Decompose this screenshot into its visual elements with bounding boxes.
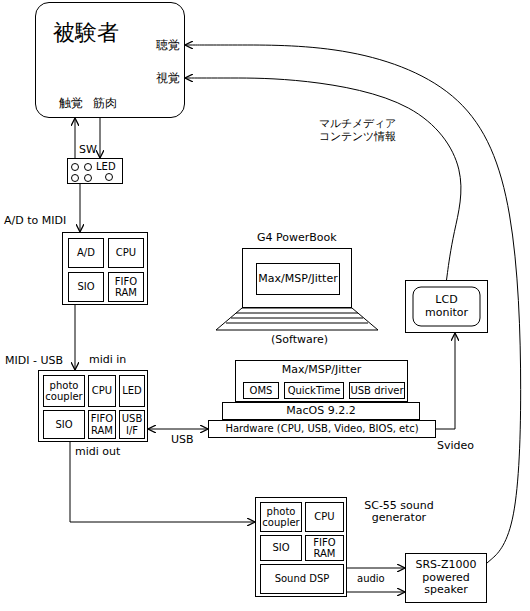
box-label: FIFO RAM [306, 537, 343, 560]
chip-box: SIO [260, 535, 302, 561]
switch-box: SWLED [67, 158, 123, 184]
note-label: midi out [74, 446, 121, 459]
connector [100, 118, 101, 158]
chip-box: USB I/F [119, 410, 145, 439]
box-label: SIO [55, 419, 72, 431]
box-label: USB driver [350, 385, 403, 397]
switch-knob [85, 175, 92, 182]
box-label: Sound DSP [275, 573, 330, 585]
connector [347, 568, 405, 569]
box-heading: LED [96, 161, 116, 172]
chip-box: CPU [108, 238, 144, 268]
connector [80, 184, 81, 232]
note-label: midi in [88, 354, 127, 367]
converter-box: A/D to MIDIA/DCPUSIOFIFO RAM [62, 232, 148, 305]
speaker-box: SRS-Z1000 powered speaker [405, 553, 487, 603]
box-heading: MIDI - USB [5, 355, 63, 367]
note-label: マルチメディア コンテンツ情報 [318, 118, 410, 143]
switch-knob [85, 164, 92, 171]
chip-box: FIFO RAM [108, 272, 144, 302]
chip-box: CPU [305, 502, 344, 532]
chip-box: LED [119, 375, 145, 407]
subject-box: 被験者聴覚視覚触覚筋肉 [35, 2, 185, 118]
box-heading: 触覚 [59, 97, 83, 110]
connector [347, 592, 405, 593]
key-row [231, 318, 363, 319]
module-box: OMS [243, 382, 279, 399]
box-heading: SC-55 sound generator [353, 500, 445, 524]
box-label: SIO [272, 542, 289, 554]
box-label: SRS-Z1000 powered speaker [406, 559, 486, 597]
box-label: LCD monitor [420, 294, 473, 319]
box-heading: 被験者 [53, 21, 119, 45]
software-layer: Max/MSP/JitterOMS QuickTime USB driver [235, 360, 408, 402]
module-box: QuickTime [284, 382, 344, 399]
switch-knob [72, 175, 79, 182]
box-label: OMS [250, 385, 273, 397]
connector [75, 118, 76, 158]
laptop-screen: G4 PowerBookMax/MSP/Jitter [242, 248, 352, 308]
box-label: QuickTime [288, 385, 341, 397]
chip-box: SIO [68, 272, 104, 302]
box-heading: 視覚 [156, 72, 180, 85]
monitor-screen [413, 287, 480, 326]
key-row [236, 313, 358, 314]
chip-box: CPU [88, 375, 116, 407]
chip-box: A/D [68, 238, 104, 268]
box-label: CPU [116, 247, 136, 259]
connector [70, 442, 255, 522]
box-label: A/D [77, 247, 95, 259]
box-heading: A/D to MIDI [4, 215, 66, 227]
led-lamp [106, 174, 113, 181]
box-label: Max/MSP/Jitter [258, 273, 337, 286]
connector-label: USB [170, 434, 195, 447]
box-label: MacOS 9.2.2 [286, 405, 355, 418]
box-label: LED [122, 385, 142, 397]
interface-box: MIDI - USBphoto couplerCPULEDSIOFIFO RAM… [38, 370, 148, 442]
chip-box: FIFO RAM [305, 535, 344, 561]
connector-label: Svideo [436, 440, 475, 453]
box-label: USB I/F [120, 413, 144, 436]
chip-box: FIFO RAM [88, 410, 116, 439]
hardware-layer: Hardware (CPU, USB, Video, BIOS, etc) [208, 420, 436, 438]
box-label: CPU [314, 511, 334, 523]
box-label: SIO [77, 281, 94, 293]
box-label: photo coupler [44, 380, 84, 403]
box-heading: 聴覚 [156, 39, 180, 52]
connector [185, 78, 461, 280]
box-label: FIFO RAM [109, 276, 143, 299]
chip-box: Sound DSP [260, 564, 344, 594]
box-label: CPU [92, 385, 112, 397]
connector [75, 305, 76, 370]
note-label: (Software) [270, 334, 329, 347]
switch-knob [72, 164, 79, 171]
connector [185, 45, 521, 563]
box-label: Hardware (CPU, USB, Video, BIOS, etc) [225, 423, 418, 435]
connector [436, 333, 455, 429]
chip-box: SIO [43, 410, 85, 439]
key-row [226, 323, 368, 324]
chip-box: photo coupler [260, 502, 302, 532]
laptop-keyboard [216, 308, 378, 330]
box-heading: 筋肉 [93, 97, 117, 110]
software-box: Max/MSP/Jitter [256, 263, 340, 295]
monitor-box: LCD monitor [405, 280, 488, 333]
sound-module-box: SC-55 sound generatorphoto couplerCPUSIO… [255, 497, 347, 597]
box-label: photo coupler [261, 506, 301, 529]
connector [148, 429, 208, 430]
connector-label: audio [356, 573, 386, 585]
box-heading: G4 PowerBook [257, 232, 337, 244]
os-layer: MacOS 9.2.2 [222, 402, 420, 420]
box-heading: SW [79, 144, 97, 156]
keyboard-deck [216, 308, 378, 330]
box-label: Max/MSP/Jitter [282, 364, 361, 377]
module-box: USB driver [349, 382, 405, 399]
chip-box: photo coupler [43, 375, 85, 407]
box-label: FIFO RAM [89, 413, 115, 436]
